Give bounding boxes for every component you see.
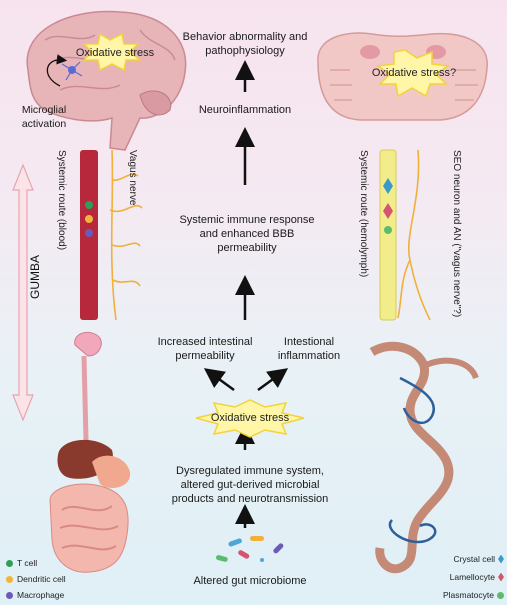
human-brain-illustration [26,10,187,151]
vagus-nerve-left [109,149,143,321]
legend-label: Plasmatocyte [442,590,494,600]
human-gi-tract [49,331,131,573]
t-cell-icon [85,201,93,209]
neuroinflammation-label: Neuroinflammation [198,104,292,116]
lamellocyte-swatch [498,572,504,582]
legend-item: T cell [6,555,66,571]
gumba-label: GUMBA [28,255,42,300]
legend-item: Plasmatocyte [436,586,504,604]
microglia-label: Microglial activation [21,104,67,130]
dendritic-cell-icon [85,215,93,223]
legend-item: Macrophage [6,587,66,603]
legend-item: Lamellocyte [436,568,504,586]
hemolymph-vessel [379,149,397,321]
legend-label: T cell [17,558,38,568]
fly-gut [369,341,479,574]
crystal-cell-swatch [498,554,504,564]
microglia-cell-icon [61,61,83,81]
permeability-label: Increased intestinal permeability [157,336,253,362]
legend-item: Dendritic cell [6,571,66,587]
bacteria-cluster [215,536,284,562]
gumba-double-arrow [12,163,34,422]
human-oxidative-burst [82,32,143,72]
legend-left: T cell Dendritic cell Macrophage [6,555,66,603]
systemic-route-blood-label: Systemic route (blood) [56,150,67,251]
behavior-label: Behavior abnormality and pathophysiology [182,31,308,57]
macrophage-icon [85,229,93,237]
fly-nerve [397,149,431,321]
legend-item: Crystal cell [436,550,504,568]
plasmatocyte-icon [384,226,392,234]
microglia-arrow [46,54,68,87]
legend-label: Lamellocyte [449,572,495,582]
t-cell-swatch [6,559,13,567]
systemic-route-hemolymph-label: Systemic route (hemolymph) [358,150,369,278]
legend-label: Crystal cell [453,554,495,564]
vagus-nerve-label: Vagus nerve [127,150,138,206]
flow-arrows [203,60,289,528]
lamellocyte-icon [383,203,393,219]
systemic-immune-label: Systemic immune response and enhanced BB… [179,214,315,254]
legend-label: Dendritic cell [17,574,66,584]
legend-right: Crystal cell Lamellocyte Plasmatocyte [436,550,504,604]
microbiome-label: Altered gut microbiome [193,575,307,587]
center-stress-label: Oxidative stress [210,412,290,424]
dysregulated-label: Dysregulated immune system, altered gut-… [171,465,329,505]
seo-neuron-label: SEO neuron and AN ("vagus nerve"?) [451,150,462,318]
fly-oxidative-burst [375,49,451,98]
plasmatocyte-swatch [497,591,504,599]
inflammation-label: Intestional inflammation [277,336,341,362]
crystal-cell-icon [383,178,393,194]
dendritic-cell-swatch [6,575,13,583]
legend-label: Macrophage [17,590,65,600]
center-oxidative-burst [195,399,305,438]
fly-stress-label: Oxidative stress? [371,67,457,79]
human-stress-label: Oxidative stress [75,47,155,59]
macrophage-swatch [6,591,13,599]
